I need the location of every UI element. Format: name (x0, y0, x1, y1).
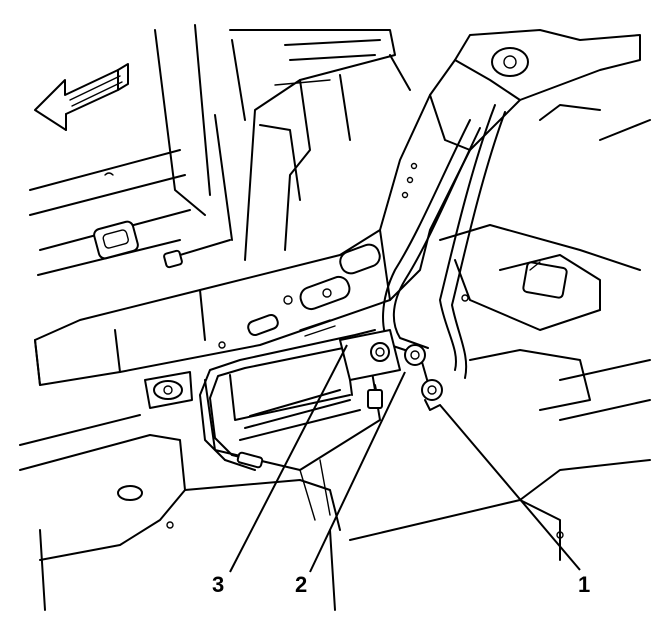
brake-hose-fitting (421, 379, 443, 411)
right-side-components (439, 104, 651, 421)
callout-1-leader (439, 404, 581, 571)
brake-line-junction-block (339, 329, 426, 409)
upper-pillar-structure (229, 29, 411, 261)
forward-direction-arrow-icon (34, 63, 129, 131)
callout-3-label: 3 (212, 572, 224, 597)
callout-3-leader (229, 344, 348, 573)
frame-crossmember (34, 29, 641, 386)
callout-2-leader (309, 371, 406, 573)
callout-1-label: 1 (578, 572, 590, 597)
center-heat-shield (204, 359, 381, 521)
lower-floor-panel (19, 414, 651, 611)
callout-2-label: 2 (295, 572, 307, 597)
brake-pipe-assembly (163, 104, 506, 471)
left-body-panel (29, 24, 246, 276)
mount-bracket (144, 371, 193, 409)
